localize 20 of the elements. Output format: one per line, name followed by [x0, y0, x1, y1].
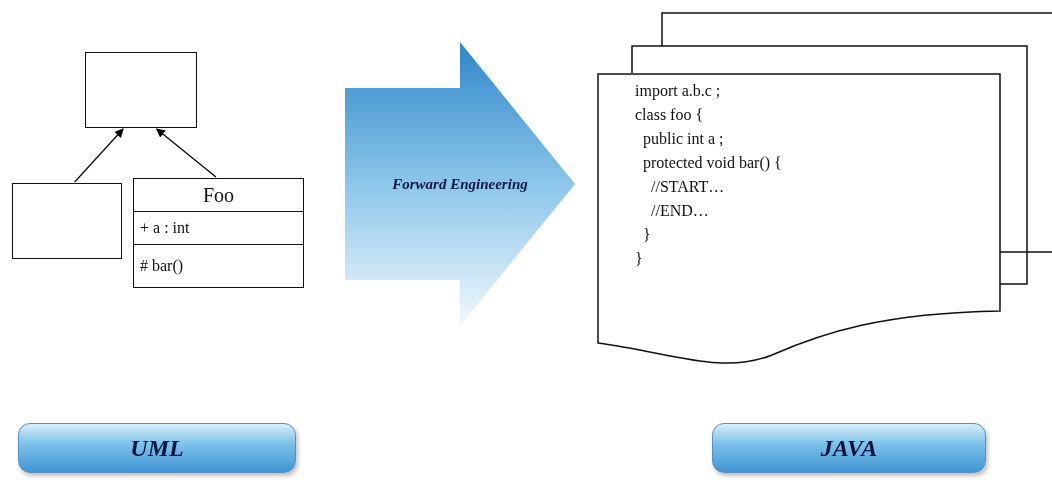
class-box [133, 178, 304, 288]
code-line: protected void bar() { [643, 153, 782, 173]
edge-label: Forward Engineering [392, 175, 528, 193]
code-line: //END… [651, 201, 709, 221]
class-box [85, 52, 197, 128]
title-banner: UML [18, 423, 296, 473]
code-line: } [635, 249, 643, 269]
inheritance-arrow [74, 128, 124, 183]
code-line: class foo { [635, 105, 704, 125]
inheritance-arrow [156, 128, 217, 178]
code-line: } [643, 225, 651, 245]
class-box [12, 183, 122, 259]
code-line: public int a ; [643, 129, 724, 149]
attribute-row: + a : int [134, 211, 303, 245]
class-name: Foo [201, 182, 236, 208]
title-banner: JAVA [712, 423, 986, 473]
code-line: //START… [651, 177, 725, 197]
code-line: import a.b.c ; [635, 81, 721, 101]
block-arrow [345, 42, 575, 326]
method-row: # bar() [134, 244, 303, 287]
